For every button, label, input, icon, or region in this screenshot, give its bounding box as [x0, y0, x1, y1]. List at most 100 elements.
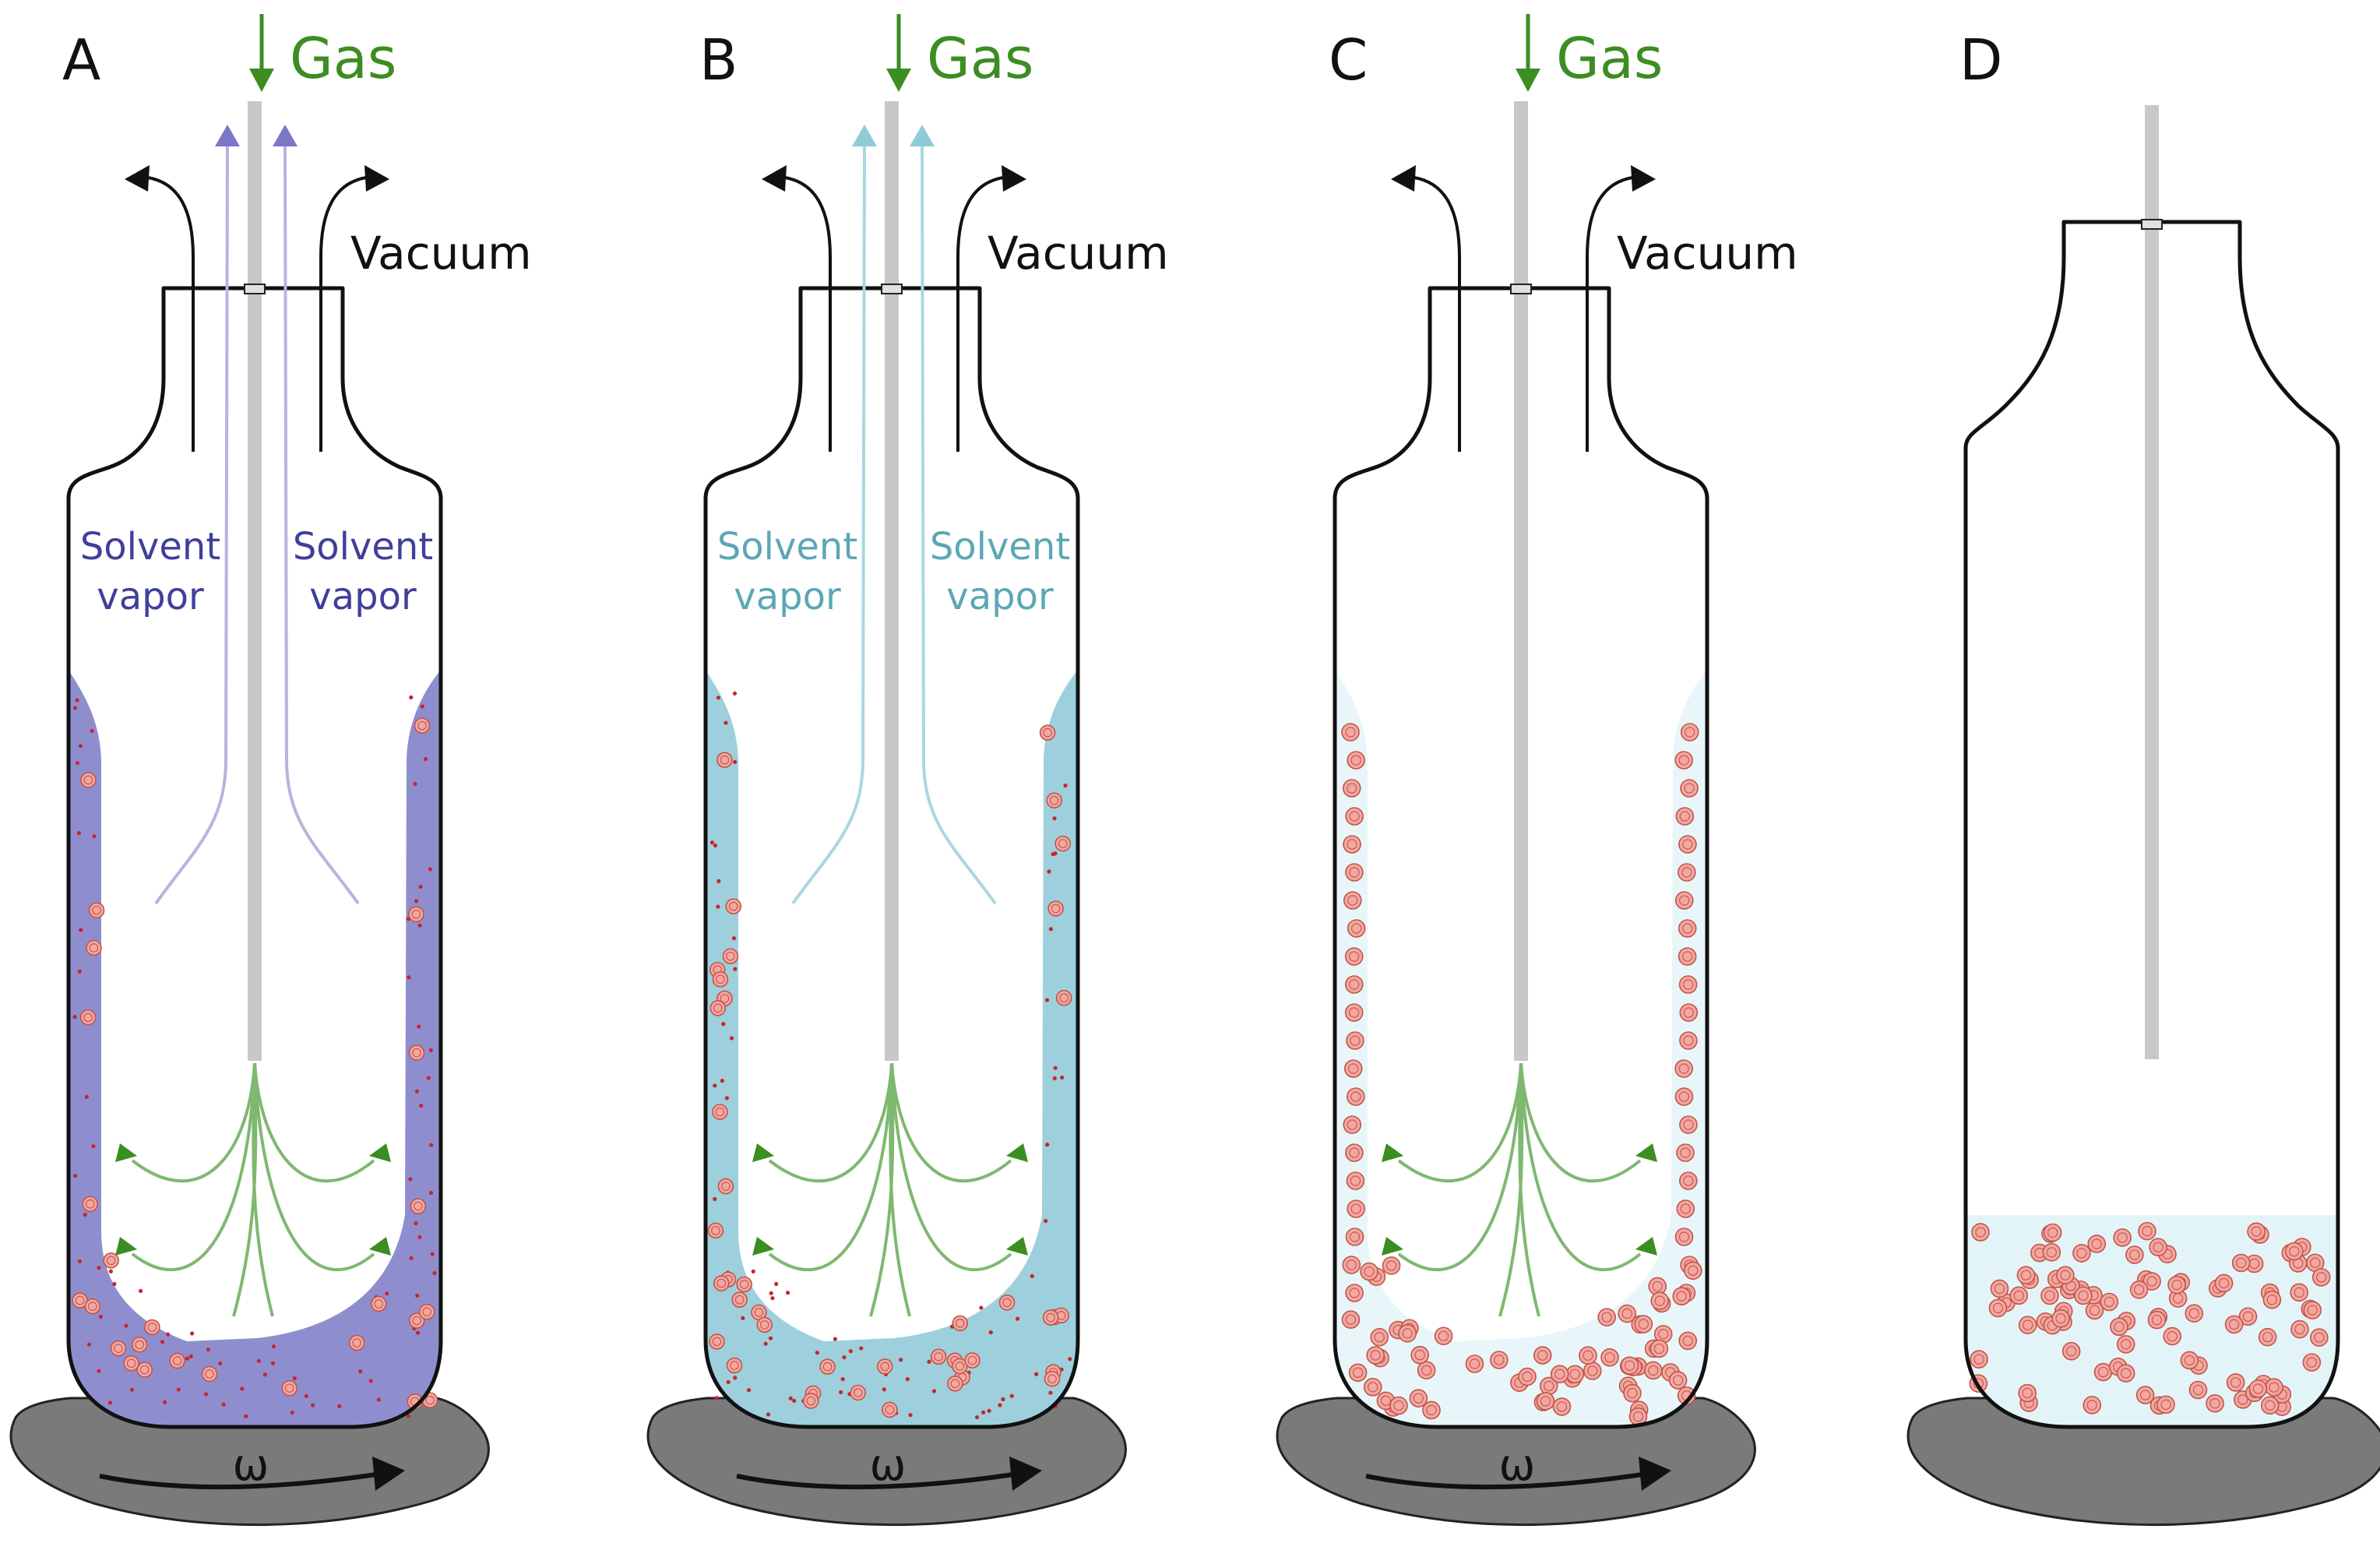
solute-dot: [72, 1015, 77, 1020]
solute-dot: [786, 1291, 790, 1295]
solute-dot: [1045, 998, 1050, 1002]
solute-dot: [417, 1024, 421, 1029]
nanoparticle: [1579, 1346, 1597, 1365]
solute-dot: [788, 1396, 793, 1400]
nanoparticle: [1046, 792, 1062, 808]
nanoparticle: [2311, 1268, 2331, 1287]
nanoparticle: [2185, 1304, 2204, 1323]
nanoparticle: [2018, 1383, 2037, 1403]
nanoparticle: [348, 1334, 365, 1351]
solute-dot: [1047, 869, 1051, 874]
nanoparticle: [2167, 1275, 2186, 1295]
gas-arrowhead-down: [886, 69, 911, 92]
nanoparticle: [1536, 1392, 1555, 1411]
nanoparticle: [1366, 1346, 1385, 1365]
solute-dot: [733, 967, 738, 971]
nanoparticle: [1039, 724, 1056, 741]
nanoparticle: [1347, 751, 1365, 770]
tube-seal: [881, 284, 903, 294]
rotation-arrowhead: [1639, 1457, 1671, 1491]
nanoparticle: [1674, 1087, 1694, 1106]
nanoparticle: [2238, 1307, 2258, 1326]
nanoparticle: [2051, 1309, 2070, 1328]
solute-dot: [206, 1347, 210, 1352]
nanoparticle: [408, 1312, 425, 1329]
nanoparticle: [1552, 1397, 1572, 1416]
nanoparticle: [2285, 1242, 2304, 1261]
nanoparticle: [2231, 1253, 2251, 1273]
gas-arrowhead: [1382, 1237, 1403, 1256]
nanoparticle: [2125, 1245, 2144, 1264]
solute-dot: [839, 1390, 843, 1394]
solute-dot: [188, 1354, 193, 1359]
solute-dot: [774, 1281, 779, 1287]
nanoparticle: [2290, 1319, 2309, 1339]
gas-arrowhead: [1006, 1237, 1028, 1256]
nanoparticle: [1650, 1291, 1670, 1310]
solute-dot: [1048, 1390, 1053, 1395]
vacuum-arrowhead-left: [1391, 165, 1416, 192]
flask-outline: [66, 286, 443, 1429]
nanoparticle: [947, 1376, 963, 1392]
solute-dot: [931, 1389, 937, 1393]
solute-dot: [417, 1235, 422, 1239]
nanoparticle: [2138, 1221, 2156, 1241]
solute-dot: [414, 1221, 418, 1226]
solute-dot: [77, 969, 82, 974]
nanoparticle: [1409, 1389, 1428, 1407]
gas-arrowhead-down: [1516, 69, 1540, 92]
nanoparticle: [1344, 1003, 1364, 1022]
vacuum-arrowhead-right: [1002, 165, 1026, 192]
solute-dot: [731, 935, 737, 941]
solute-dot: [1053, 851, 1058, 856]
nanoparticle: [1343, 1059, 1363, 1078]
solute-dot: [165, 1332, 171, 1337]
nanoparticle: [201, 1365, 218, 1383]
vacuum-arrowhead-right: [364, 165, 389, 192]
gas-arrowhead: [1382, 1143, 1403, 1162]
nanoparticle: [998, 1294, 1016, 1311]
solute-dot: [423, 757, 428, 762]
nanoparticle: [110, 1340, 127, 1357]
solute-dot: [130, 1387, 135, 1392]
nanoparticle: [1389, 1396, 1408, 1415]
rotation-arrowhead: [372, 1457, 405, 1491]
nanoparticle: [2258, 1327, 2277, 1347]
solute-dot: [733, 1376, 738, 1380]
solute-dot: [176, 1387, 181, 1392]
nanoparticle: [86, 939, 102, 956]
nanoparticle: [1345, 1228, 1364, 1246]
gas-label: Gas: [927, 26, 1033, 91]
nanoparticle: [1434, 1326, 1453, 1346]
nanoparticle: [1679, 1003, 1699, 1022]
solute-dot: [304, 1393, 308, 1399]
nanoparticle: [2262, 1290, 2282, 1309]
nanoparticle: [882, 1401, 898, 1418]
solute-dot: [83, 1212, 87, 1217]
nanoparticle: [2188, 1380, 2208, 1400]
nanoparticle: [408, 1044, 425, 1061]
solute-dot: [240, 1386, 245, 1391]
rotating-plate: [1276, 1397, 1756, 1527]
solute-dot: [998, 1403, 1002, 1407]
solute-dot: [92, 833, 97, 839]
solute-dot: [160, 1340, 165, 1344]
nanoparticle: [2303, 1301, 2322, 1319]
vacuum-label: Vacuum: [350, 227, 532, 280]
nanoparticle: [952, 1315, 969, 1332]
solute-dot: [429, 1143, 434, 1147]
solute-dot: [76, 830, 81, 836]
solute-dot: [408, 1177, 413, 1182]
nanoparticle: [1674, 1059, 1693, 1078]
gas-label: Gas: [290, 26, 396, 91]
solute-dot: [414, 899, 419, 904]
nanoparticle: [1341, 723, 1360, 742]
solute-dot: [724, 720, 728, 725]
nanoparticle: [930, 1348, 947, 1365]
solute-dot: [97, 1369, 101, 1373]
liquid-film: [69, 670, 441, 1427]
